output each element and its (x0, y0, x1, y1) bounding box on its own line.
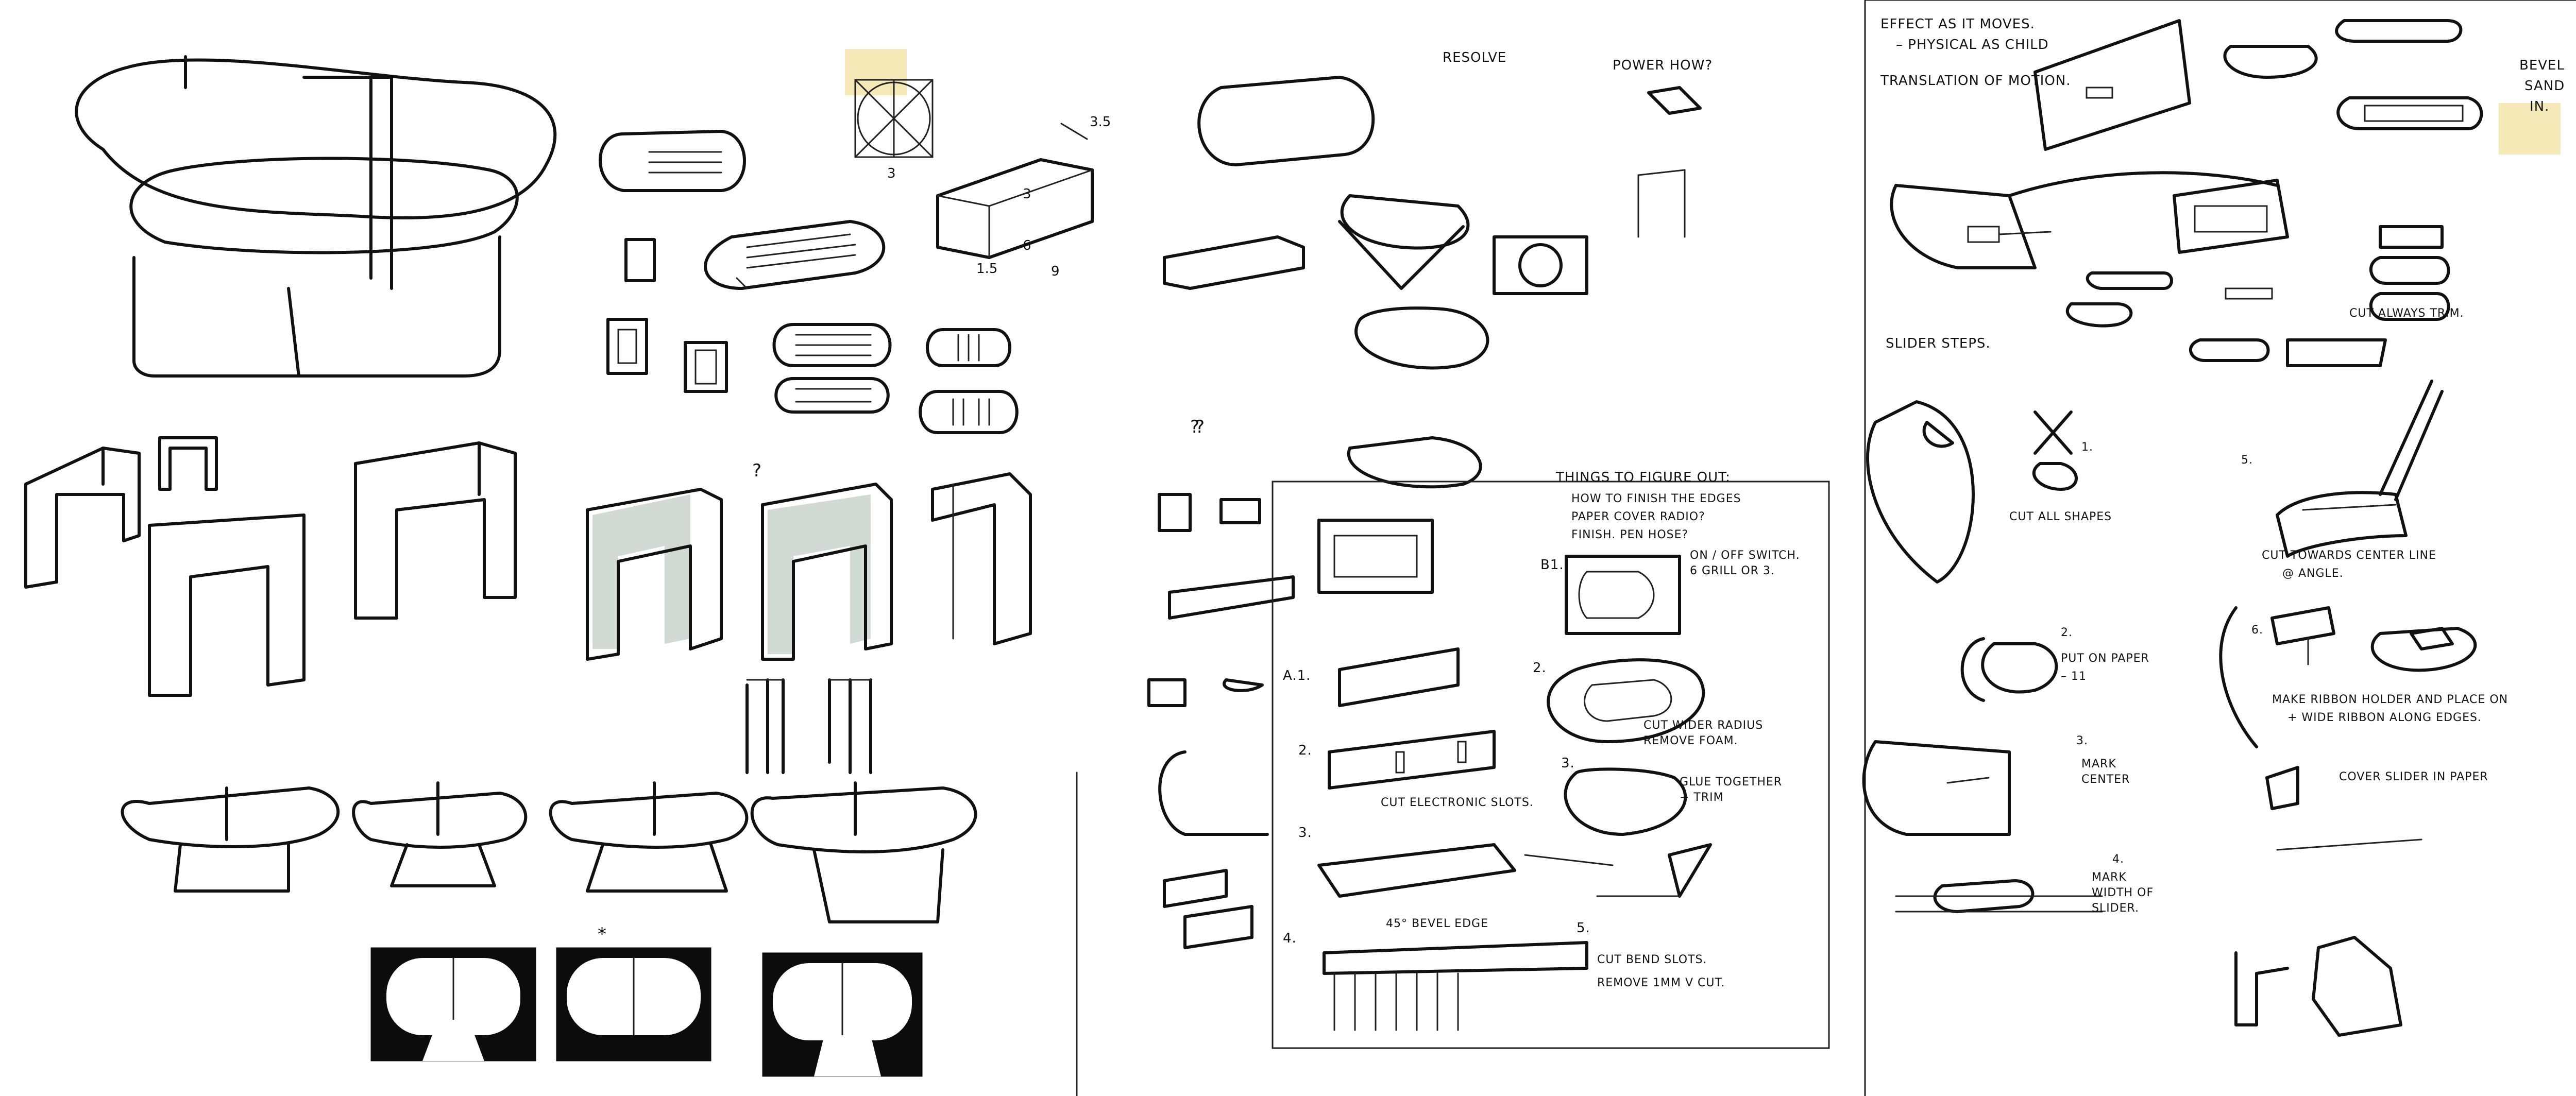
step-6-right: 6. (2251, 624, 2263, 637)
sketch-small-frames (606, 238, 728, 393)
sketch-radio-row (121, 781, 977, 923)
put-on-paper-1: PUT ON PAPER (2061, 652, 2149, 665)
effect-line-1: EFFECT AS IT MOVES. (1880, 16, 2035, 32)
b1-note-2: 6 GRILL OR 3. (1690, 564, 1775, 577)
put-on-paper-2: – 11 (2061, 670, 2087, 683)
box-right-sketches (1547, 555, 1712, 898)
mark-width-2: WIDTH OF (2092, 886, 2154, 899)
label-resolve: RESOLVE (1443, 50, 1506, 65)
bevel-sand-note: BEVEL SAND IN. (2519, 58, 2565, 114)
bevel-label: BEVEL (2519, 58, 2565, 73)
b1-note-1: ON / OFF SWITCH. (1690, 549, 1800, 562)
step-r2: 2. (1533, 660, 1547, 676)
label-power-how: POWER HOW? (1613, 58, 1713, 73)
b1-label: B1. (1540, 557, 1564, 573)
step-3-right: 3. (2076, 734, 2088, 747)
step-sketches (1317, 519, 1614, 1031)
step-1: 1. (2081, 441, 2093, 454)
dim-9: 9 (1051, 264, 1060, 279)
cut-wider-radius-2: REMOVE FOAM. (1643, 734, 1738, 747)
make-ribbon-2: + WIDE RIBBON ALONG EDGES. (2287, 711, 2482, 724)
step-a1: A.1. (1283, 668, 1311, 683)
effect-line-3: TRANSLATION OF MOTION. (1880, 73, 2071, 89)
bevel-edge: 45° BEVEL EDGE (1386, 917, 1488, 930)
tape-pieces (845, 49, 2561, 155)
question-mark-3: ? (1195, 417, 1205, 437)
dim-3-a: 3 (887, 166, 896, 181)
sketch-capsules-column (2189, 225, 2450, 367)
asterisk-mark: * (598, 924, 607, 945)
glue-together-2: + TRIM (1680, 791, 1724, 804)
sand-label: SAND (2524, 78, 2565, 94)
sketch-middle-left (1147, 493, 1295, 949)
step-2-right: 2. (2061, 626, 2073, 639)
cut-bend-slots: CUT BEND SLOTS. (1597, 953, 1707, 966)
figure-out-title: THINGS TO FIGURE OUT: (1555, 470, 1731, 485)
slider-steps: SLIDER STEPS. (1886, 336, 1991, 351)
sketch-capsule-angled (704, 220, 885, 290)
sketch-radio-large (75, 55, 557, 378)
dim-1-5: 1.5 (976, 261, 997, 277)
cut-towards-center-2: @ ANGLE. (2282, 567, 2344, 580)
step-3: 3. (1298, 825, 1312, 841)
sketch-pillars (745, 678, 872, 774)
step-r3: 3. (1561, 756, 1575, 771)
dim-6: 6 (1023, 238, 1031, 253)
sketch-grille-capsules (772, 323, 1019, 434)
step-5-right: 5. (2241, 454, 2253, 467)
sketch-arch-row (24, 436, 517, 697)
step-2: 2. (1298, 743, 1312, 758)
sketch-right-steps (2219, 380, 2477, 1037)
cover-slider: COVER SLIDER IN PAPER (2339, 770, 2488, 783)
things-to-figure-out: THINGS TO FIGURE OUT: HOW TO FINISH THE … (1555, 470, 1741, 541)
figure-out-box (1272, 481, 1830, 1049)
cut-electronic-slots: CUT ELECTRONIC SLOTS. (1381, 796, 1534, 809)
cut-towards-center-1: CUT TOWARDS CENTER LINE (2262, 549, 2436, 562)
step-r5: 5. (1577, 920, 1590, 936)
figure-out-item-1: HOW TO FINISH THE EDGES (1571, 492, 1741, 505)
sketch-sliders-top (1890, 19, 2483, 328)
page-dividers (1076, 0, 2576, 1096)
glue-together-1: GLUE TOGETHER (1680, 776, 1782, 789)
in-label: IN. (2530, 99, 2549, 114)
sketch-dimension-box (936, 123, 1094, 259)
mark-center-2: CENTER (2081, 773, 2130, 786)
sketch-capsule-front (599, 130, 746, 192)
cut-always-trim: CUT ALWAYS TRIM. (2349, 307, 2464, 320)
dim-3-b: 3 (1023, 186, 1031, 202)
make-ribbon-1: MAKE RIBBON HOLDER AND PLACE ON (2272, 693, 2508, 706)
question-mark-1: ? (752, 460, 762, 481)
mark-center-1: MARK (2081, 758, 2116, 770)
sketch-shaded-arches (586, 472, 1032, 661)
question-mark-2: ? (1190, 417, 1200, 437)
effect-notes: EFFECT AS IT MOVES. – PHYSICAL AS CHILD … (1880, 16, 2071, 89)
step-4-right: 4. (2112, 853, 2124, 866)
figure-out-item-2: PAPER COVER RADIO? (1571, 510, 1705, 523)
mark-width-3: SLIDER. (2092, 902, 2139, 915)
cut-wider-radius-1: CUT WIDER RADIUS (1643, 719, 1763, 732)
sketch-circle-square (854, 79, 934, 158)
cut-all-shapes: CUT ALL SHAPES (2009, 510, 2112, 523)
step-4: 4. (1283, 931, 1297, 946)
sketch-black-squares (370, 947, 923, 1077)
dim-3-5: 3.5 (1090, 114, 1111, 130)
sketch-middle-top (1163, 76, 1702, 489)
mark-width-1: MARK (2092, 871, 2127, 884)
effect-line-2: – PHYSICAL AS CHILD (1896, 37, 2049, 53)
remove-v-cut: REMOVE 1MM V CUT. (1597, 977, 1725, 989)
figure-out-item-3: FINISH. PEN HOSE? (1571, 528, 1688, 541)
sketch-hand-steps (1862, 400, 2103, 913)
